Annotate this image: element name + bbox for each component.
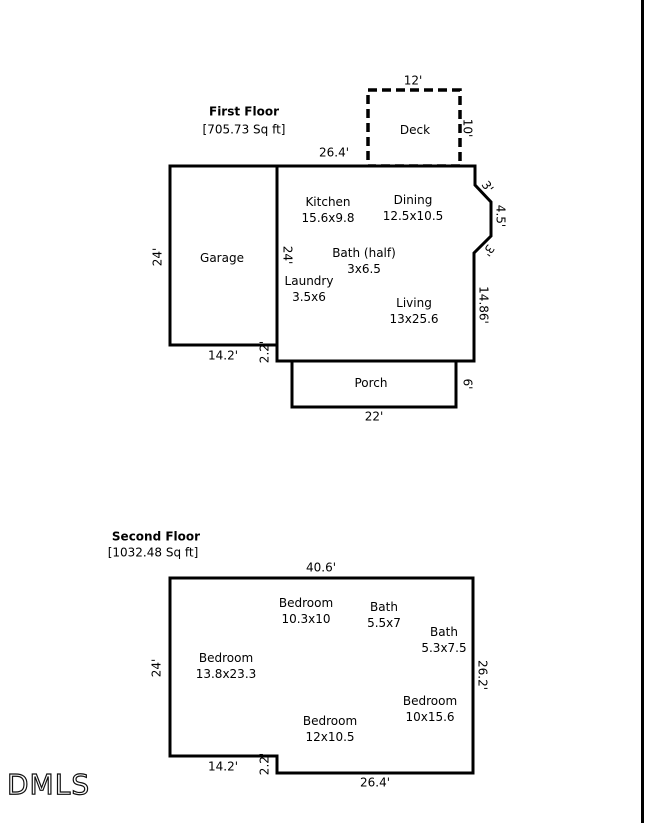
room-kitchen-name: Kitchen (305, 195, 351, 209)
dim-sf-top: 40.6' (305, 560, 337, 575)
dim-sf-bottom: 26.4' (359, 775, 391, 790)
dim-ff-step: 2.2' (257, 340, 272, 364)
dim-garage-bottom: 14.2' (207, 348, 239, 363)
dim-sf-right: 26.2' (475, 659, 490, 691)
room-deck: Deck (399, 123, 431, 137)
room-bath-top-name: Bath (370, 600, 398, 614)
room-living: Living 13x25.6 (389, 295, 438, 327)
room-laundry: Laundry 3.5x6 (285, 273, 334, 305)
room-bath-half-size: 3x6.5 (347, 262, 381, 276)
room-bedroom-right-size: 10x15.6 (405, 710, 455, 724)
room-bedroom-bottom-name: Bedroom (302, 714, 358, 728)
first-floor-title: First Floor (208, 104, 280, 119)
room-bath-right-name: Bath (430, 625, 458, 639)
room-bedroom-bottom-size: 12x10.5 (305, 730, 355, 744)
room-bath-right-size: 5.3x7.5 (421, 641, 467, 655)
room-bath-top: Bath 5.5x7 (367, 599, 401, 631)
first-floor-sqft: [705.73 Sq ft] (202, 122, 286, 137)
room-bath-half: Bath (half) 3x6.5 (332, 245, 396, 277)
dim-sf-step: 2.2' (257, 752, 272, 776)
page-right-border (641, 0, 644, 823)
room-kitchen-size: 15.6x9.8 (301, 211, 355, 225)
garage-outline (168, 164, 279, 347)
mls-watermark: DMLS (6, 767, 91, 801)
room-bedroom-top-name: Bedroom (278, 596, 334, 610)
room-bath-right: Bath 5.3x7.5 (421, 624, 466, 656)
room-bedroom-top: Bedroom 10.3x10 (279, 595, 333, 627)
room-laundry-size: 3.5x6 (292, 290, 326, 304)
room-bedroom-bottom: Bedroom 12x10.5 (303, 713, 357, 745)
dim-deck-height: 10' (460, 118, 475, 138)
dim-bay-mid: 4.5' (493, 204, 508, 228)
room-living-size: 13x25.6 (389, 312, 439, 326)
porch-outline (290, 359, 458, 409)
room-laundry-name: Laundry (284, 274, 334, 288)
room-kitchen: Kitchen 15.6x9.8 (302, 194, 355, 226)
dim-ff-top: 26.4' (318, 145, 350, 160)
dim-sf-left: 24' (149, 658, 164, 678)
second-floor-outline (168, 576, 475, 775)
room-living-name: Living (396, 296, 432, 310)
room-bedroom-top-size: 10.3x10 (281, 612, 331, 626)
room-bath-half-name: Bath (half) (332, 246, 396, 260)
room-dining: Dining 12.5x10.5 (383, 192, 444, 224)
dim-porch-right: 6' (460, 378, 475, 390)
room-bedroom-right-name: Bedroom (402, 694, 458, 708)
dim-ff-main-left: 24' (280, 245, 295, 265)
room-garage: Garage (200, 251, 244, 265)
dim-deck-width: 12' (403, 73, 423, 88)
room-bath-top-size: 5.5x7 (367, 616, 401, 630)
dim-ff-right: 14.86' (476, 286, 491, 324)
second-floor-sqft: [1032.48 Sq ft] (107, 545, 199, 560)
room-porch: Porch (354, 376, 388, 390)
dim-sf-bottom-left: 14.2' (207, 759, 239, 774)
room-bedroom-left: Bedroom 13.8x23.3 (196, 650, 257, 682)
dim-garage-left: 24' (150, 247, 165, 267)
second-floor-title: Second Floor (111, 529, 201, 544)
room-bedroom-left-name: Bedroom (198, 651, 254, 665)
room-dining-size: 12.5x10.5 (382, 209, 444, 223)
dim-porch-bottom: 22' (364, 409, 384, 424)
room-dining-name: Dining (393, 193, 433, 207)
room-bedroom-right: Bedroom 10x15.6 (403, 693, 457, 725)
room-bedroom-left-size: 13.8x23.3 (195, 667, 257, 681)
